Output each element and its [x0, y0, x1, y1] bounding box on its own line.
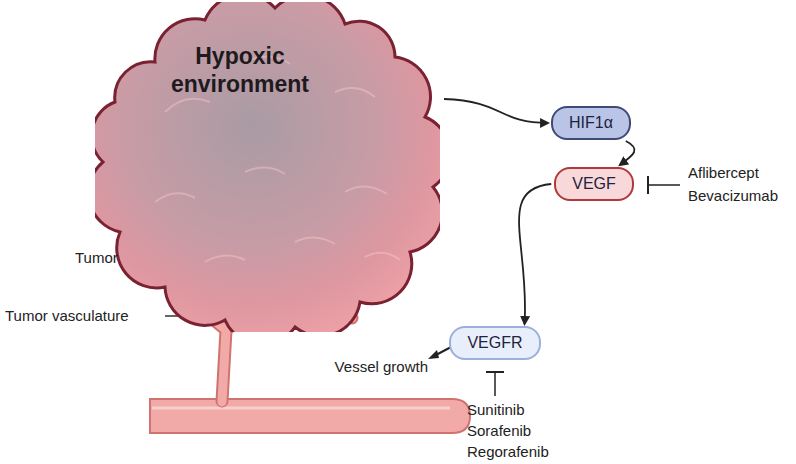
factor-pill: HIF1α [551, 106, 631, 140]
arrow-head [428, 350, 439, 359]
pathway-arrow [519, 184, 551, 324]
inhibition-line [494, 372, 496, 396]
vessel-highlight [152, 407, 450, 410]
pill-label: VEGF [572, 175, 616, 192]
blood-vessel [150, 399, 470, 433]
drug-label: Aflibercept [688, 164, 759, 182]
drug-label: Sunitinib [467, 401, 525, 419]
ligand-pill: VEGF [554, 167, 634, 201]
tumor-title: Hypoxic environment [160, 42, 320, 98]
part-label: Tumor [75, 249, 118, 267]
drug-label: Bevacizumab [688, 187, 778, 205]
pathway-arrow [620, 141, 635, 165]
part-label: Tumor vasculature [5, 307, 129, 325]
inhibition-line [648, 184, 680, 186]
pill-label: HIF1α [569, 114, 613, 131]
receptor-pill: VEGFR [449, 326, 540, 360]
process-label: Vessel growth [335, 358, 428, 376]
pathway-arrow [444, 99, 548, 123]
tumor-blob: Hypoxic environment [95, 2, 440, 332]
pill-label: VEGFR [467, 334, 522, 351]
drug-label: Regorafenib [467, 443, 549, 461]
drug-label: Sorafenib [467, 422, 531, 440]
